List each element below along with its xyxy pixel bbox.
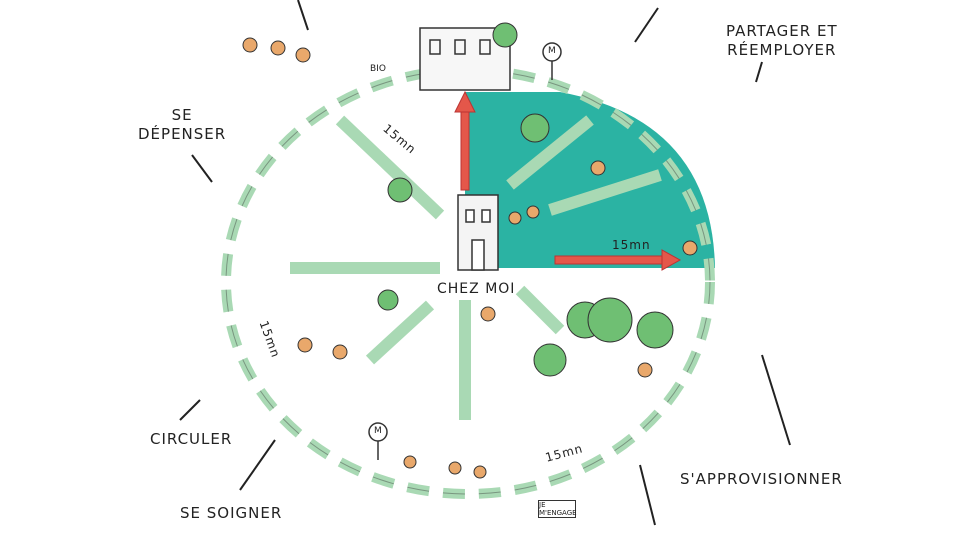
people: [242, 37, 698, 479]
center-label: CHEZ MOI: [437, 281, 516, 297]
bio-sign: BIO: [370, 64, 386, 74]
metro-sign-icon: [368, 42, 562, 460]
metro-label: M: [548, 46, 556, 56]
dashed-circle: [221, 65, 715, 499]
trees: [377, 22, 674, 377]
label-se-soigner: SE SOIGNER: [180, 504, 283, 522]
engage-sign: JE M'ENGAGE: [538, 500, 577, 518]
duration-label: 15mn: [612, 238, 651, 252]
callout-lines: [179, 0, 791, 526]
paths: [290, 115, 662, 420]
label-s-approvisionner: S'APPROVISIONNER: [680, 470, 843, 488]
label-circuler: CIRCULER: [150, 430, 233, 448]
arrows: [454, 90, 682, 271]
home-building: [457, 194, 499, 271]
metro-label: M: [374, 426, 382, 436]
fifteen-minute-zone: [465, 92, 715, 268]
